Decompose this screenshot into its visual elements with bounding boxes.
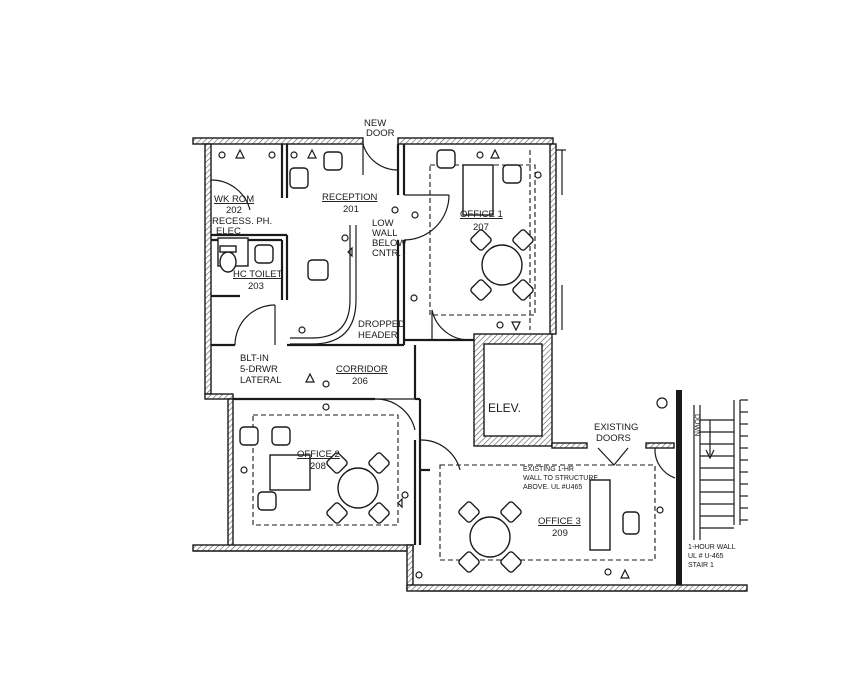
low-wall-line-1: LOW bbox=[372, 218, 394, 229]
existing-doors-line-1: EXISTING bbox=[594, 422, 638, 433]
existing-wall-label: EXISTING 1-HR WALL TO STRUCTURE ABOVE. U… bbox=[523, 466, 598, 491]
existing-wall-line-3: ABOVE. UL #U465 bbox=[523, 484, 582, 491]
new-door-line-1: NEW bbox=[364, 118, 386, 129]
conference-table-office2 bbox=[326, 452, 390, 524]
low-wall-line-2: WALL bbox=[372, 228, 398, 239]
corridor-name: CORRIDOR bbox=[336, 364, 388, 375]
new-door-label: NEW DOOR bbox=[364, 118, 395, 139]
interior-walls bbox=[211, 144, 474, 545]
blt-in-line-2: 5-DRWR bbox=[240, 364, 278, 375]
windows bbox=[193, 149, 746, 592]
existing-wall-line-1: EXISTING 1-HR bbox=[523, 466, 574, 473]
existing-wall-line-2: WALL TO STRUCTURE bbox=[523, 475, 598, 482]
low-wall-label: LOW WALL BELOW CNTR. bbox=[372, 218, 406, 259]
stair-note-line-1: 1-HOUR WALL bbox=[688, 544, 736, 551]
reception-number: 201 bbox=[343, 204, 359, 215]
existing-doors-line-2: DOORS bbox=[596, 433, 631, 444]
hc-toilet-name: HC TOILET bbox=[233, 269, 282, 280]
office1-number: 207 bbox=[473, 222, 489, 233]
wk-rom-name: WK ROM bbox=[214, 194, 254, 205]
reception-name: RECEPTION bbox=[322, 192, 378, 203]
conference-table-office3 bbox=[458, 501, 522, 573]
desks bbox=[217, 164, 611, 551]
office3-number: 209 bbox=[552, 528, 568, 539]
exterior-walls bbox=[192, 137, 748, 592]
blt-in-line-3: LATERAL bbox=[240, 375, 282, 386]
outlet-symbols bbox=[218, 151, 668, 579]
stair-note-line-3: STAIR 1 bbox=[688, 562, 714, 569]
stair-note-label: 1-HOUR WALL UL # U-465 STAIR 1 bbox=[688, 544, 736, 569]
elevator-label: ELEV. bbox=[488, 401, 521, 415]
low-wall-line-3: BELOW bbox=[372, 238, 406, 249]
blt-in-line-1: BLT-IN bbox=[240, 353, 269, 364]
wk-rom-number: 202 bbox=[226, 205, 242, 216]
stair-note-line-2: UL # U-465 bbox=[688, 553, 724, 560]
blt-in-label: BLT-IN 5-DRWR LATERAL bbox=[240, 353, 282, 386]
down-label: DOWN bbox=[693, 414, 700, 436]
hc-toilet-number: 203 bbox=[248, 281, 264, 292]
corridor-number: 206 bbox=[352, 376, 368, 387]
stair bbox=[676, 390, 748, 585]
phone-symbols bbox=[235, 148, 630, 579]
office2-name: OFFICE 2 bbox=[297, 449, 340, 460]
conference-table-office1 bbox=[470, 229, 534, 301]
low-wall-line-4: CNTR. bbox=[372, 248, 401, 259]
dropped-header-line-2: HEADER bbox=[358, 330, 398, 341]
office1-name: OFFICE 1 bbox=[460, 209, 503, 220]
toilet-fixture bbox=[219, 245, 237, 273]
dropped-header-label: DROPPED HEADER bbox=[358, 319, 405, 341]
elec-label: ELEC bbox=[216, 226, 241, 237]
dropped-header-line-1: DROPPED bbox=[358, 319, 405, 330]
office3-name: OFFICE 3 bbox=[538, 516, 581, 527]
office2-number: 208 bbox=[310, 461, 326, 472]
recess-ph-label: RECESS. PH. bbox=[212, 216, 272, 227]
chairs bbox=[239, 149, 640, 535]
existing-doors-label: EXISTING DOORS bbox=[594, 422, 638, 444]
new-door-line-2: DOOR bbox=[366, 128, 395, 139]
